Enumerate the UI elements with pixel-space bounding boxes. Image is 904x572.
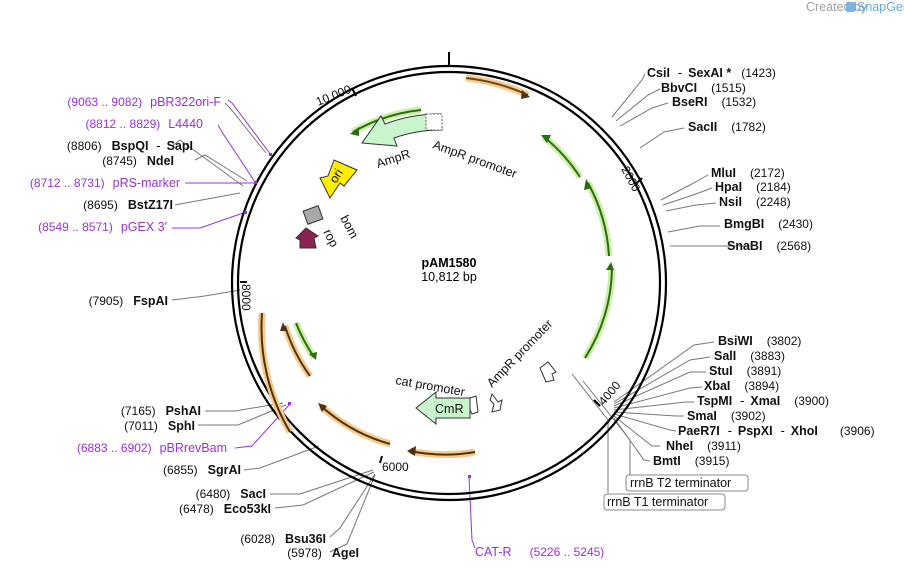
rrnb-t1-label: rrnB T1 terminator [607, 495, 708, 509]
site-pshai: (7165)PshAI [121, 404, 201, 418]
site-bbvci: BbvCI(1515) [661, 81, 746, 95]
site-sacii: SacII(1782) [688, 120, 766, 134]
site-bsiwi: BsiWI(3802) [718, 334, 801, 348]
rrnb-t1-box: rrnB T1 terminator [603, 493, 726, 511]
snapgene-logo-icon [846, 2, 855, 12]
site-paer7i: PaeR7I-PspXI-XhoI(3906) [678, 424, 875, 438]
site-hpai: HpaI(2184) [715, 180, 791, 194]
site-bmti: BmtI(3915) [653, 454, 729, 468]
site-agei: (5978)AgeI [287, 546, 359, 560]
primer-l4440: (8812 .. 8829)L4440 [86, 117, 204, 131]
site-mlui: MluI(2172) [711, 166, 785, 180]
primer-cat-r: CAT-R(5226 .. 5245) [475, 545, 604, 559]
site-xbai: XbaI(3894) [704, 379, 779, 393]
site-fspai: (7905)FspAI [89, 294, 168, 308]
site-bspqi: (8806)BspQI-SapI [67, 139, 193, 153]
tick-label-10000: 10,000 [314, 82, 354, 109]
tick-label-2000: 2000 [618, 164, 643, 194]
ampr-gene [361, 113, 443, 147]
site-ndei: (8745)NdeI [102, 154, 174, 168]
plasmid-length: 10,812 bp [421, 270, 477, 284]
site-nsii: NsiI(2248) [719, 195, 791, 209]
tick-label-6000: 6000 [382, 460, 409, 474]
primer-leader-lines [172, 99, 476, 549]
leader-lines [171, 73, 750, 553]
left-site-labels: (8806)BspQI-SapI (8745)NdeI (8695)BstZ17… [67, 139, 359, 560]
site-saci: (6480)SacI [196, 487, 266, 501]
rrnb-t2-label: rrnB T2 terminator [630, 476, 731, 490]
primer-pgex3: (8549 .. 8571)pGEX 3' [38, 220, 167, 234]
orange-arrowheads [280, 90, 530, 456]
cat-promoter-label: cat promoter [394, 373, 466, 399]
site-tspmi: TspMI-XmaI(3900) [697, 394, 829, 408]
site-eco53ki: (6478)Eco53kI [179, 502, 271, 516]
rop-label: rop [320, 227, 341, 250]
primer-pbr322ori-f: (9063 .. 9082)pBR322ori-F [67, 95, 221, 109]
site-snabi: SnaBI(2568) [727, 239, 811, 253]
rrnb-t2-box: rrnB T2 terminator [625, 474, 749, 492]
site-sphi: (7011)SphI [124, 419, 195, 433]
cmr-label: CmR [435, 402, 463, 416]
ori-feature [319, 159, 358, 199]
primer-prs-marker: (8712 .. 8731)pRS-marker [30, 176, 180, 190]
site-bstz17i: (8695)BstZ17I [83, 198, 173, 212]
green-arrowheads [309, 127, 614, 360]
rop-feature [295, 227, 319, 249]
primer-labels: (9063 .. 9082)pBR322ori-F (8812 .. 8829)… [30, 95, 604, 559]
site-stui: StuI(3891) [709, 364, 781, 378]
site-csii: CsiI-SexAI *(1423) [647, 66, 776, 80]
plasmid-name: pAM1580 [422, 256, 477, 270]
primer-markers [244, 153, 471, 478]
tick-marks [240, 52, 643, 464]
primer-pbrrevbam: (6883 .. 6902)pBRrevBam [77, 441, 227, 455]
site-bsu36i: (6028)Bsu36I [240, 532, 326, 546]
right-site-labels: CsiI-SexAI *(1423) BbvCI(1515) BseRI(153… [647, 66, 875, 468]
site-smai: SmaI(3902) [687, 409, 766, 423]
bom-label: bom [337, 213, 361, 241]
site-bmgbi: BmgBI(2430) [724, 217, 813, 231]
bom-feature [302, 205, 324, 225]
tick-label-8000: 8000 [239, 284, 253, 311]
site-sgrai: (6855)SgrAI [163, 463, 241, 477]
site-nhei: NheI(3911) [666, 439, 741, 453]
watermark-brand: SnapGene [857, 0, 904, 14]
ampr-label: AmpR [375, 147, 412, 171]
cmr-gene [415, 390, 471, 426]
site-bseri: BseRI(1532) [672, 95, 756, 109]
site-sali: SalI(3883) [714, 349, 785, 363]
ori-label: ori [327, 166, 346, 185]
ampr-promoter-label-1: AmpR promoter [431, 138, 519, 181]
